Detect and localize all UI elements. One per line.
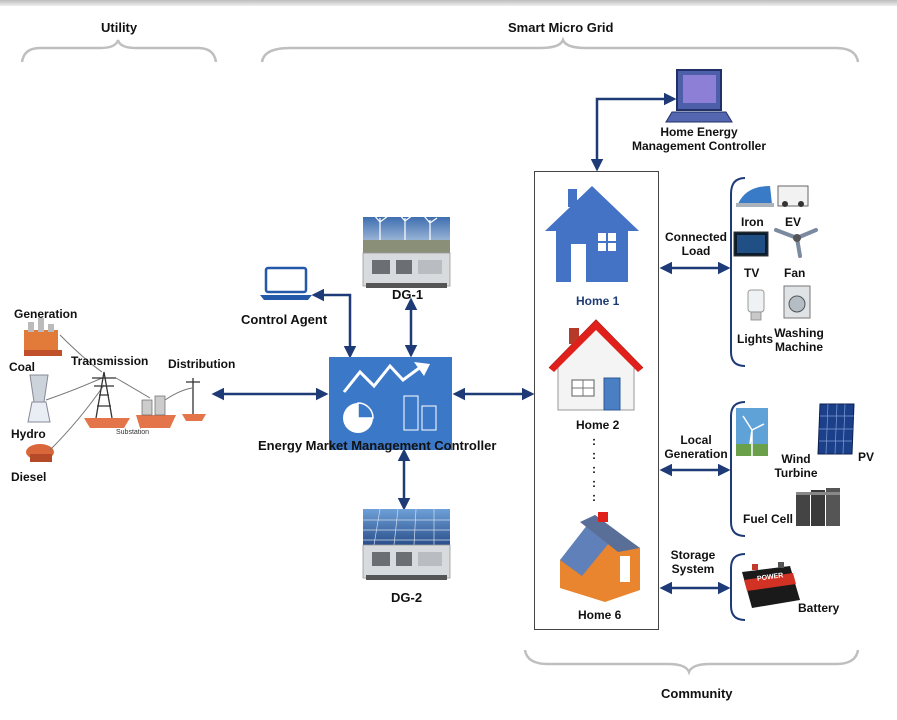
iron-icon — [736, 186, 774, 207]
washing-machine-icon — [783, 285, 811, 319]
battery-icon — [742, 562, 800, 608]
fuel-cell-icon — [796, 488, 840, 526]
utility-brace — [20, 39, 218, 63]
label-home6: Home 6 — [578, 608, 622, 622]
label-washing-line2: Machine — [774, 340, 823, 354]
label-washing-machine: Washing Machine — [770, 326, 828, 354]
label-wind-line1: Wind — [781, 452, 811, 466]
section-label-community: Community — [661, 686, 733, 701]
label-home2: Home 2 — [576, 418, 620, 432]
label-connected-load-line1: Connected — [664, 230, 727, 244]
label-generation: Generation — [14, 307, 78, 321]
pv-panel-icon — [817, 403, 855, 455]
smart-micro-grid-brace — [260, 36, 860, 63]
storage-bracket — [730, 553, 746, 621]
label-wind-turbine: Wind Turbine — [770, 452, 822, 480]
control-agent-laptop-icon — [260, 266, 312, 300]
label-hemc-line1: Home Energy — [660, 125, 738, 139]
homes-container — [534, 171, 659, 630]
label-hydro: Hydro — [11, 427, 46, 441]
label-distribution: Distribution — [168, 357, 236, 371]
window-top-edge — [0, 0, 897, 6]
section-label-utility: Utility — [101, 20, 138, 35]
connected-load-bracket — [730, 177, 746, 367]
coal-plant-icon — [24, 318, 62, 356]
label-pv: PV — [858, 450, 875, 464]
transmission-line — [115, 377, 151, 399]
label-dg1: DG-1 — [392, 287, 424, 302]
label-emmc: Energy Market Management Controller — [258, 438, 497, 453]
local-generation-bracket — [730, 401, 746, 537]
diesel-generator-icon — [26, 444, 54, 462]
label-hemc-line2: Management Controller — [631, 139, 766, 153]
label-connected-load: Connected Load — [660, 230, 732, 258]
label-battery: Battery — [798, 601, 840, 615]
label-storage-line1: Storage — [670, 548, 716, 562]
label-dg2: DG-2 — [391, 590, 423, 605]
label-fuel-cell: Fuel Cell — [743, 512, 794, 526]
hydro-plant-icon — [27, 374, 51, 423]
label-local-generation-line2: Generation — [664, 447, 728, 461]
home1-house-icon — [545, 186, 639, 282]
label-tv: TV — [744, 266, 760, 280]
distribution-line — [164, 387, 193, 401]
label-iron: Iron — [741, 215, 764, 229]
tv-icon — [733, 231, 769, 257]
label-local-generation: Local Generation — [660, 433, 732, 461]
label-home1: Home 1 — [576, 294, 620, 308]
label-coal: Coal — [9, 360, 36, 374]
label-local-generation-line1: Local — [680, 433, 712, 447]
label-ev: EV — [785, 215, 802, 229]
emmc-controller-box — [329, 357, 452, 450]
arrow-hemc-homes — [590, 92, 677, 172]
transmission-tower-icon — [84, 371, 130, 428]
home6-house-icon — [560, 512, 640, 602]
substation-icon — [136, 395, 176, 428]
label-diesel: Diesel — [11, 470, 47, 484]
label-substation: Substation — [116, 429, 150, 436]
arrow-control-agent-emmc — [311, 288, 357, 359]
label-control-agent: Control Agent — [241, 312, 328, 327]
ev-icon — [777, 185, 809, 207]
section-label-smart-micro-grid: Smart Micro Grid — [508, 20, 614, 35]
label-wind-line2: Turbine — [774, 466, 818, 480]
label-transmission: Transmission — [71, 354, 149, 368]
lights-icon — [747, 289, 765, 321]
label-storage-line2: System — [671, 562, 715, 576]
wind-turbine-icon — [736, 408, 768, 456]
community-brace — [523, 649, 860, 676]
label-washing-line1: Washing — [774, 326, 824, 340]
label-hemc: Home Energy Management Controller — [628, 125, 770, 153]
home2-house-icon — [548, 319, 644, 411]
label-storage-system: Storage System — [660, 548, 726, 576]
ellipsis-dots: ::::: — [592, 434, 596, 504]
label-fan: Fan — [784, 266, 806, 280]
dg1-image — [362, 212, 451, 288]
gen-feed-lines — [45, 334, 105, 451]
label-connected-load-line2: Load — [681, 244, 711, 258]
label-lights: Lights — [737, 332, 773, 346]
hemc-monitor-icon — [665, 69, 733, 123]
distribution-pole-icon — [182, 378, 206, 421]
fan-icon — [774, 228, 818, 258]
dg2-image — [362, 508, 451, 580]
